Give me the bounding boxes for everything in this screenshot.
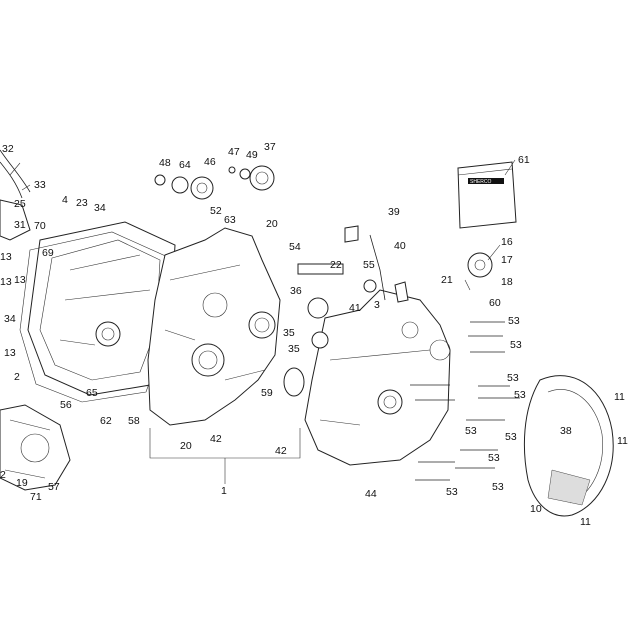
callout: 31	[14, 219, 26, 231]
callout: 1	[221, 485, 227, 497]
callout: 35	[283, 327, 295, 339]
callout: 60	[489, 297, 501, 309]
callout: 13	[4, 347, 16, 359]
callout: 20	[266, 218, 278, 230]
callout: 53	[446, 486, 458, 498]
water-pump-cover	[0, 404, 71, 491]
callout: 11	[617, 435, 628, 447]
callout: 53	[492, 481, 504, 493]
callout: 42	[275, 445, 287, 457]
callout: 56	[60, 399, 72, 411]
callout: 52	[210, 205, 222, 217]
gear-set	[154, 165, 275, 200]
callout: 17	[501, 254, 513, 266]
callout: 37	[264, 141, 276, 153]
sprocket	[467, 252, 493, 278]
callout: 47	[228, 146, 240, 158]
callout: 11	[614, 391, 625, 403]
parts-bag: SHERCO	[457, 161, 517, 229]
callout: 53	[514, 389, 526, 401]
callout: 36	[290, 285, 302, 297]
right-crankcase-half	[304, 289, 451, 466]
callout: 13	[0, 276, 12, 288]
callout: 13	[0, 251, 12, 263]
callout: 34	[4, 313, 16, 325]
callout: 53	[465, 425, 477, 437]
callout: 49	[246, 149, 258, 161]
callout: 55	[363, 259, 375, 271]
callout: 53	[507, 372, 519, 384]
callout: 42	[210, 433, 222, 445]
callout: 64	[179, 159, 191, 171]
bolt-set	[410, 321, 520, 481]
callout: 4	[62, 194, 68, 206]
left-crankcase-half	[147, 227, 281, 426]
shafts-and-bearings	[283, 225, 409, 397]
callout: 70	[34, 220, 46, 232]
hose-assembly	[0, 149, 31, 241]
callout-labels: 32 33 25 31 4 23 34 70 69 13 13 13 34 13…	[0, 141, 628, 528]
leader-lines	[9, 159, 516, 484]
callout: 62	[100, 415, 112, 427]
callout: 54	[289, 241, 301, 253]
callout: 48	[159, 157, 171, 169]
callout: 25	[14, 198, 26, 210]
callout: 33	[34, 179, 46, 191]
callout: 19	[16, 477, 28, 489]
callout: 57	[48, 481, 60, 493]
callout: 10	[530, 503, 542, 515]
callout: 13	[14, 274, 26, 286]
callout: 44	[365, 488, 377, 500]
callout: 41	[349, 302, 361, 314]
callout: 53	[505, 431, 517, 443]
callout: 65	[86, 387, 98, 399]
bag-logo-text: SHERCO	[470, 179, 492, 185]
callout: 32	[2, 143, 14, 155]
left-gasket	[19, 231, 171, 403]
callout: 3	[374, 299, 380, 311]
callout: 53	[508, 315, 520, 327]
callout: 34	[94, 202, 106, 214]
ignition-cover	[523, 375, 614, 517]
callout: 23	[76, 197, 88, 209]
callout: 18	[501, 276, 513, 288]
callout: 53	[510, 339, 522, 351]
callout: 16	[501, 236, 513, 248]
callout: 35	[288, 343, 300, 355]
callout: 20	[180, 440, 192, 452]
callout: 11	[580, 516, 591, 528]
callout: 59	[261, 387, 273, 399]
callout: 46	[204, 156, 216, 168]
callout: 71	[30, 491, 42, 503]
callout: 21	[441, 274, 453, 286]
callout: 22	[330, 259, 342, 271]
callout: 58	[128, 415, 140, 427]
callout: 69	[42, 247, 54, 259]
callout: 2	[0, 469, 6, 481]
callout: 63	[224, 214, 236, 226]
callout: 61	[518, 154, 530, 166]
callout: 2	[14, 371, 20, 383]
callout: 40	[394, 240, 406, 252]
callout: 39	[388, 206, 400, 218]
callout: 53	[488, 452, 500, 464]
callout: 38	[560, 425, 572, 437]
